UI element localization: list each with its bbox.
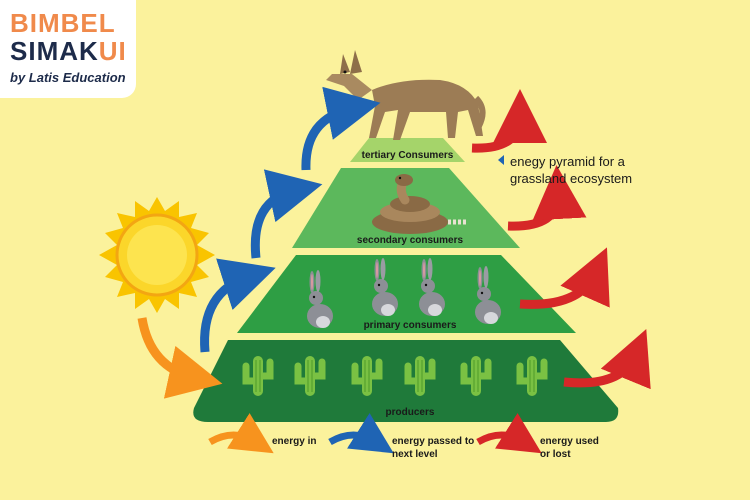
legend-energy-lost-label: energy used or lost xyxy=(540,435,599,461)
legend-passed-line-2: next level xyxy=(392,449,438,460)
legend-energy-passed-arrow xyxy=(328,413,394,454)
diagram-caption: enegy pyramid for a grassland ecosystem xyxy=(510,153,650,187)
legend-in-text: energy in xyxy=(272,436,317,447)
energy-lost-arrow xyxy=(471,89,547,153)
logo: BIMBEL SIMAKUI by Latis Education xyxy=(0,0,136,98)
energy-passed-arrow xyxy=(200,258,276,353)
energy-lost-arrow xyxy=(507,165,587,231)
legend-energy-in-arrow xyxy=(208,413,274,454)
label-primary-consumers: primary consumers xyxy=(363,320,457,331)
logo-line-2-b: UI xyxy=(98,36,127,66)
legend-lost-line-1: energy used xyxy=(540,436,599,447)
caption-line-2: grassland ecosystem xyxy=(510,171,633,186)
sun-icon xyxy=(99,197,215,313)
label-tertiary-consumers: tertiary Consumers xyxy=(361,150,454,161)
logo-line-2: SIMAKUI xyxy=(10,36,127,67)
energy-passed-arrow xyxy=(250,169,323,259)
wolf-icon xyxy=(326,50,486,140)
energy-passed-arrow xyxy=(301,86,381,171)
caption-pointer-icon xyxy=(498,155,504,165)
logo-line-3: by Latis Education xyxy=(10,70,126,85)
legend-energy-lost-arrow xyxy=(476,413,542,454)
tier-tertiary-consumers xyxy=(350,138,465,162)
logo-line-2-a: SIMAK xyxy=(10,36,99,66)
energy-lost-arrow xyxy=(563,329,651,390)
label-secondary-consumers: secondary consumers xyxy=(356,235,464,246)
legend-energy-passed-label: energy passed to next level xyxy=(392,435,474,461)
logo-line-1: BIMBEL xyxy=(10,8,116,38)
energy-lost-arrow xyxy=(519,247,610,309)
energy-in-arrow xyxy=(137,317,223,399)
legend-passed-line-1: energy passed to xyxy=(392,436,475,447)
legend-energy-in-label: energy in xyxy=(272,435,316,448)
legend-lost-line-2: or lost xyxy=(540,449,571,460)
snake-icon xyxy=(372,174,466,234)
label-producers: producers xyxy=(385,407,435,418)
caption-line-1: enegy pyramid for a xyxy=(510,154,625,169)
